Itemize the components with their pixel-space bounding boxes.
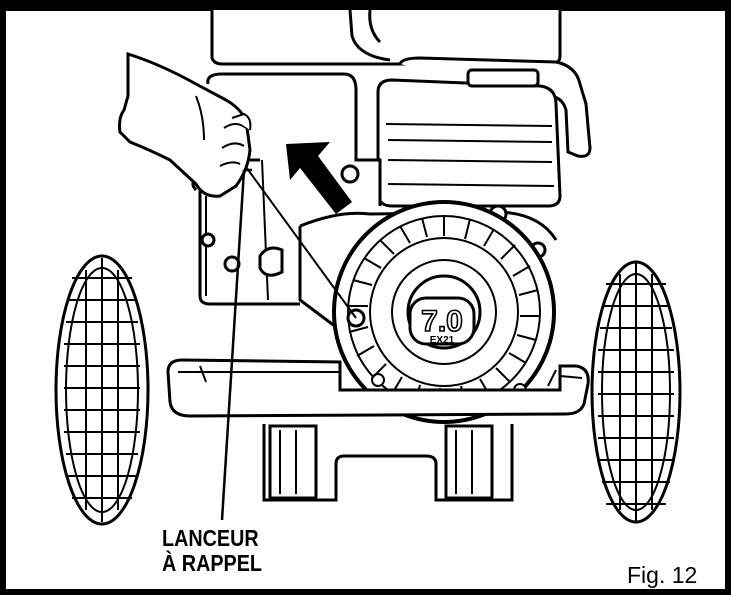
engine-badge	[408, 296, 476, 346]
callout-line-2: À RAPPEL	[162, 550, 263, 576]
callout-leader-line	[220, 169, 246, 521]
right-wheel-tread	[598, 262, 674, 522]
fuel-tank	[210, 9, 562, 66]
recoil-starter-callout: LANCEUR À RAPPEL	[162, 526, 262, 576]
pull-direction-arrow	[286, 142, 352, 214]
figure-caption: Fig. 12	[627, 562, 698, 588]
engine-badge-sub: EX21	[430, 335, 455, 346]
frame-bar	[166, 358, 590, 418]
hand-pulling-cord	[118, 51, 252, 198]
callout-line-1: LANCEUR	[162, 525, 259, 551]
stand-legs	[262, 424, 514, 502]
engine-badge-main: 7.0	[421, 305, 463, 338]
starter-cord	[237, 155, 357, 319]
left-wheel-tread	[64, 258, 140, 522]
muffler	[376, 56, 592, 208]
